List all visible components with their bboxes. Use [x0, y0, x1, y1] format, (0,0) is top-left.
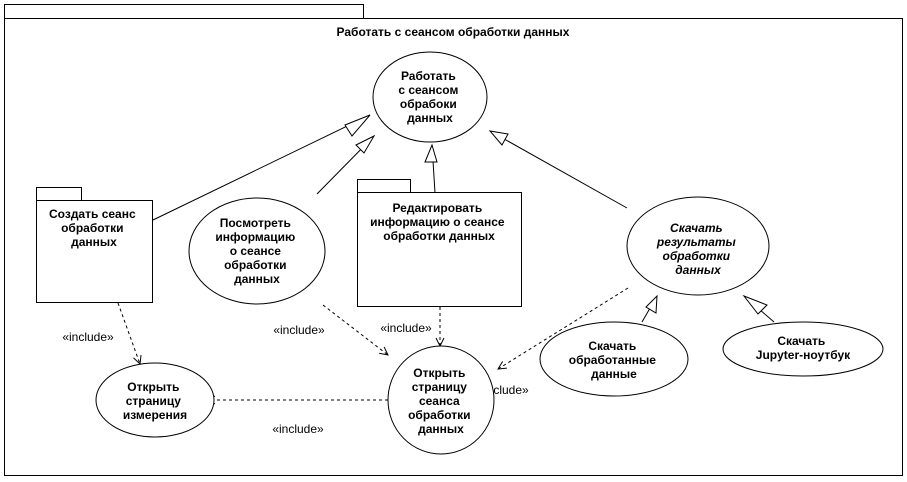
svg-text:Редактировать информацию: Редактировать информацию о сеансе обрабо… [370, 201, 508, 243]
use-case-open-measurement: Открыть страницу измерения [95, 362, 215, 438]
use-case-label-line: Открыть [127, 380, 179, 394]
generalization-notebook-to-results [742, 294, 775, 323]
use-case-label-line: результаты [656, 235, 737, 249]
use-case-label-line: обработки [224, 258, 286, 272]
use-case-label-line: страницу [412, 380, 468, 394]
use-case-label-line: обработки [663, 249, 731, 263]
generalization-processed-to-results [641, 294, 658, 323]
use-case-label-line: обработки [408, 408, 470, 422]
generalization-download-results-to-main [488, 130, 628, 209]
use-case-label-line: информацию [215, 230, 295, 244]
use-case-label-line: данных [407, 111, 453, 125]
use-case-label-line: сеанса [419, 394, 460, 408]
use-case-label-line: обработанные [569, 353, 656, 367]
svg-text:Открыть страницу с: Открыть страницу сеанса обработки данных [408, 366, 474, 436]
use-case-label-line: данных [675, 263, 722, 277]
package-edit-info: Редактировать информацию о сеансе обрабо… [357, 179, 522, 307]
use-case-label-line: Скачать [588, 339, 636, 353]
package-label-line: информацию о сеансе [370, 215, 505, 229]
use-case-download-results: Скачать результаты обработки данных [626, 196, 770, 296]
use-case-label-line: данные [591, 367, 637, 381]
svg-text:Открыть страницу и: Открыть страницу измерения [123, 380, 187, 422]
package-label-line: обработки данных [383, 229, 495, 243]
use-case-label-line: с сеансом [398, 83, 458, 97]
svg-text:Скачать обработанные: Скачать обработанные данные [569, 339, 660, 381]
use-case-label-line: измерения [123, 408, 187, 422]
svg-text:Скачать результаты: Скачать результаты обработки данных [656, 221, 739, 277]
use-case-label-line: Посмотреть [220, 216, 291, 230]
include-label: «include» [62, 330, 114, 344]
package-label-line: Редактировать [392, 201, 482, 215]
use-case-label-line: обрабоки [400, 97, 457, 111]
use-case-label-line: Открыть [413, 366, 465, 380]
use-case-label-line: данных [418, 422, 464, 436]
use-case-work-with-session: Работать с сеансом обрабоки данных [372, 51, 488, 143]
generalization-edit-to-main [424, 143, 438, 194]
use-case-label-line: Скачать [670, 221, 723, 235]
include-create-to-measurement [117, 302, 140, 364]
include-label: «include» [273, 323, 325, 337]
use-case-download-notebook: Скачать Jupyter-ноутбук [722, 321, 884, 377]
use-case-label-line: страницу [126, 394, 182, 408]
package-create-session: Создать сеанс обработки данных [36, 187, 153, 303]
package-label-line: данных [71, 235, 117, 249]
frame-title: Работать с сеансом обработки данных [337, 25, 570, 39]
generalization-view-to-main [316, 134, 376, 195]
use-case-label-line: Jupyter-ноутбук [756, 348, 851, 362]
use-case-view-info: Посмотреть информацию о сеансе обработки… [188, 197, 326, 305]
use-case-label-line: Скачать [777, 334, 825, 348]
package-label-line: Создать сеанс [49, 207, 136, 221]
generalization-create-to-main [152, 114, 371, 221]
use-case-label-line: о сеансе [230, 244, 282, 258]
use-case-label-line: Работать [401, 69, 456, 83]
include-view-to-session [322, 304, 388, 355]
include-label: «include» [380, 321, 432, 335]
svg-text:Посмотреть информацию: Посмотреть информацию о сеансе обработки… [215, 216, 298, 286]
svg-text:Работать с сеансом: Работать с сеансом обрабоки данных [398, 69, 461, 125]
svg-text:Создать сеанс обработки: Создать сеанс обработки данных [49, 207, 139, 249]
package-label-line: обработки [61, 221, 123, 235]
use-case-open-session: Открыть страницу сеанса обработки данных [387, 345, 495, 455]
include-results-to-session [498, 287, 629, 369]
use-case-download-processed: Скачать обработанные данные [539, 321, 689, 397]
include-label: «include» [272, 422, 324, 436]
svg-text:Скачать Jupyter-ноутбук: Скачать Jupyter-ноутбук [756, 334, 851, 362]
use-case-label-line: данных [234, 272, 280, 286]
